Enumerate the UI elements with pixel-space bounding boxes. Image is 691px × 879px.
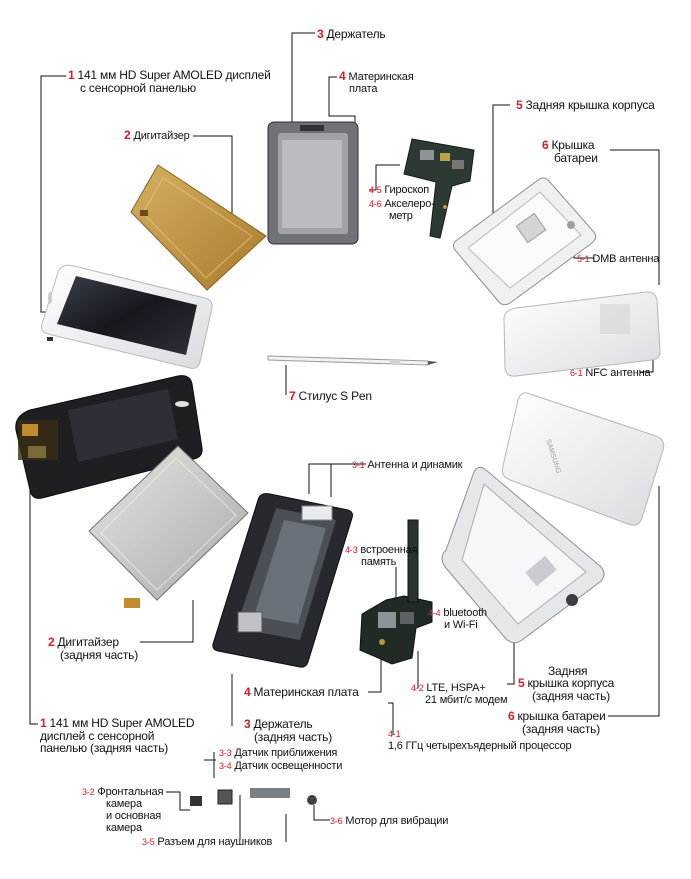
motherboard-top	[403, 138, 475, 239]
back-housing-back	[441, 466, 605, 644]
headphone-jack	[250, 788, 290, 798]
back-housing-top	[452, 177, 597, 306]
front-camera	[190, 796, 202, 806]
small-components	[190, 788, 317, 806]
digitizer-back	[88, 445, 249, 608]
battery-cover-back: SAMSUNG	[501, 392, 665, 526]
battery-cover-top	[503, 291, 661, 377]
display-front	[41, 264, 213, 369]
motherboard-bottom	[359, 519, 433, 665]
s-pen	[267, 355, 438, 366]
vibration-motor	[307, 795, 317, 805]
leader-lines	[29, 32, 660, 842]
main-camera	[217, 789, 233, 805]
holder-front	[267, 121, 359, 245]
digitizer-front	[130, 164, 267, 291]
holder-back	[212, 493, 353, 668]
